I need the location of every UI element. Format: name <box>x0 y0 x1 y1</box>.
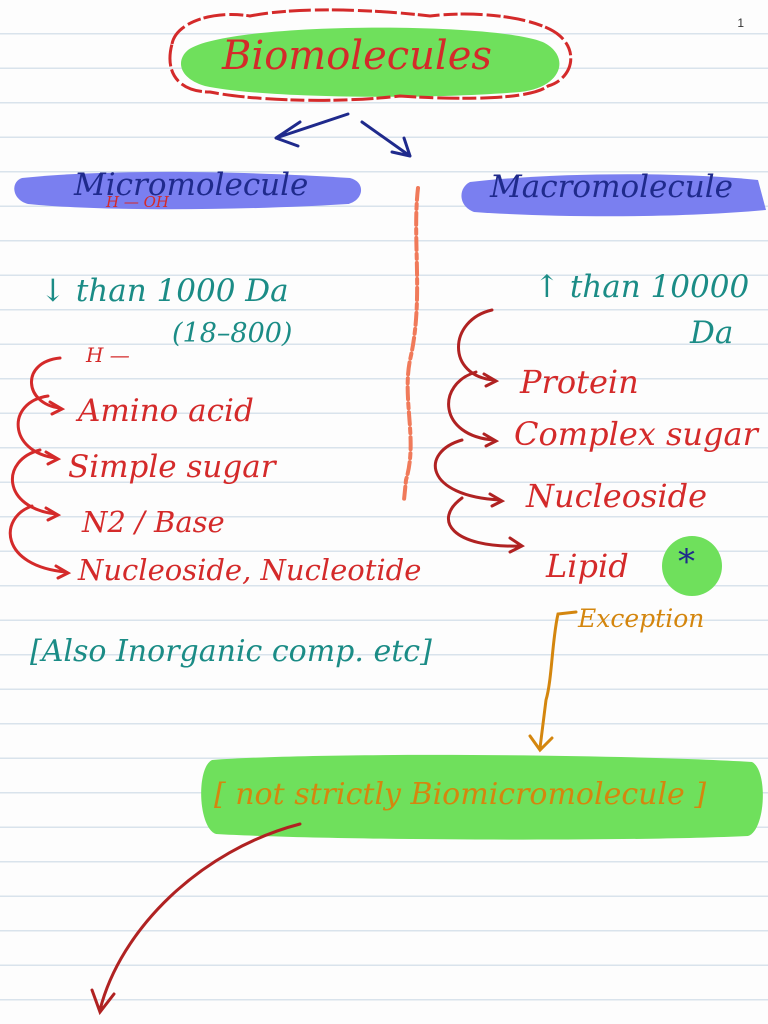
micro-mass-line-1: ↓ than 1000 Da <box>40 273 289 309</box>
macro-item-nucleoside: Nucleoside <box>526 477 708 515</box>
title-green-highlight <box>180 27 560 97</box>
star-green-highlight <box>662 536 722 596</box>
macro-mass-line-2: Da <box>690 315 734 351</box>
not-strictly-note: [ not strictly Biomicromolecule ] <box>214 777 707 812</box>
macro-mass-line-1: ↑ than 10000 <box>534 269 750 305</box>
micro-heading: Micromolecule <box>74 167 309 203</box>
page-number: 1 <box>737 16 744 30</box>
micro-heading-note: H — OH <box>106 193 169 211</box>
arrow-to-micro <box>274 112 350 148</box>
star-icon: * <box>678 542 695 582</box>
macro-blue-highlight <box>461 174 766 217</box>
page-title: Biomolecules <box>222 33 492 79</box>
title-red-outline <box>168 8 573 102</box>
exception-bracket <box>528 610 578 753</box>
bottom-arrow <box>90 822 302 1016</box>
macro-heading: Macromolecule <box>490 169 733 205</box>
micro-blue-highlight <box>14 171 362 210</box>
micro-mass-line-2: (18–800) <box>172 318 293 349</box>
macro-item-lipid: Lipid <box>546 547 629 585</box>
micro-h-mark: H — <box>86 343 130 367</box>
macro-item-protein: Protein <box>520 363 639 401</box>
macro-bracket-3 <box>433 438 506 508</box>
center-divider <box>402 186 420 502</box>
not-strictly-green-highlight <box>201 754 763 840</box>
macro-bracket-4 <box>447 496 525 554</box>
arrow-to-macro <box>360 120 412 158</box>
macro-item-complex-sugar: Complex sugar <box>514 415 758 453</box>
micro-bracket-2 <box>16 394 62 466</box>
macro-bracket-1 <box>457 308 500 388</box>
inorganic-note: [Also Inorganic comp. etc] <box>30 634 432 669</box>
micro-bracket-4 <box>8 504 72 580</box>
micro-bracket-3 <box>11 448 62 522</box>
micro-bracket-1 <box>30 356 66 416</box>
macro-bracket-2 <box>447 370 500 448</box>
micro-item-base: N2 / Base <box>82 505 225 539</box>
exception-note: Exception <box>578 604 705 633</box>
micro-item-nucleoside-nucleotide: Nucleoside, Nucleotide <box>78 553 422 587</box>
micro-item-simple-sugar: Simple sugar <box>68 449 276 485</box>
micro-item-amino-acid: Amino acid <box>78 393 254 429</box>
